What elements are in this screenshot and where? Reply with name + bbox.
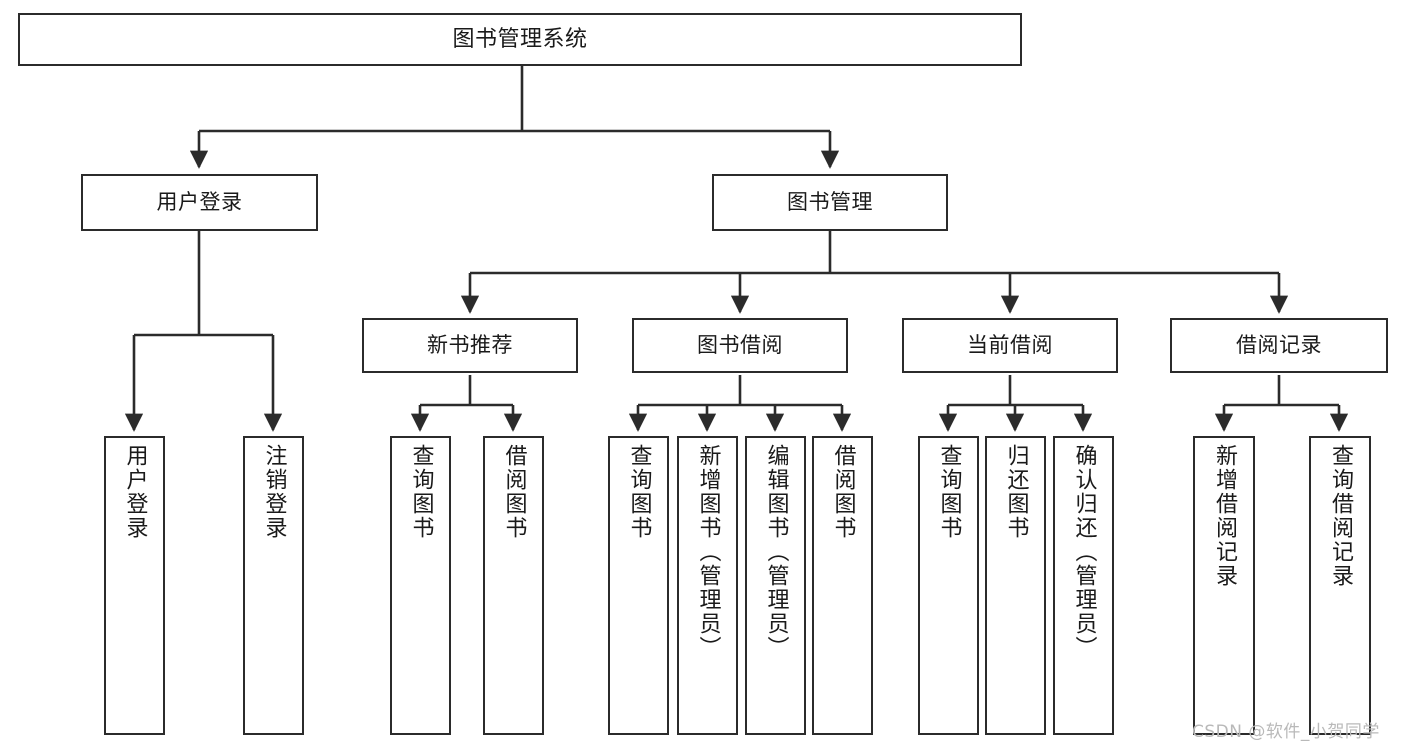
leaf-new-book-2-label: 借阅图书 bbox=[501, 444, 527, 540]
csdn-watermark: CSDN @软件_小贺同学 bbox=[1192, 717, 1380, 742]
leaf-book-borrow-2[interactable]: 新增图书（管理员） bbox=[677, 436, 738, 735]
leaf-book-borrow-4-label: 借阅图书 bbox=[830, 444, 856, 540]
leaf-current-borrow-3[interactable]: 确认归还（管理员） bbox=[1053, 436, 1114, 735]
node-new-book-recommend[interactable]: 新书推荐 bbox=[362, 318, 578, 373]
node-current-borrow[interactable]: 当前借阅 bbox=[902, 318, 1118, 373]
leaf-book-borrow-1[interactable]: 查询图书 bbox=[608, 436, 669, 735]
leaf-current-borrow-1[interactable]: 查询图书 bbox=[918, 436, 979, 735]
leaf-book-borrow-3-label: 编辑图书（管理员） bbox=[763, 444, 789, 660]
leaf-user-login-1[interactable]: 用户登录 bbox=[104, 436, 165, 735]
node-book-borrow[interactable]: 图书借阅 bbox=[632, 318, 848, 373]
node-book-borrow-label: 图书借阅 bbox=[697, 332, 783, 357]
leaf-user-login-1-label: 用户登录 bbox=[122, 444, 148, 540]
leaf-new-book-1-label: 查询图书 bbox=[408, 444, 434, 540]
leaf-current-borrow-2[interactable]: 归还图书 bbox=[985, 436, 1046, 735]
node-book-management[interactable]: 图书管理 bbox=[712, 174, 948, 231]
leaf-book-borrow-2-label: 新增图书（管理员） bbox=[695, 444, 721, 660]
leaf-new-book-2[interactable]: 借阅图书 bbox=[483, 436, 544, 735]
node-current-borrow-label: 当前借阅 bbox=[967, 332, 1053, 357]
node-book-management-label: 图书管理 bbox=[787, 189, 873, 214]
leaf-user-login-2-label: 注销登录 bbox=[261, 444, 287, 540]
node-new-book-recommend-label: 新书推荐 bbox=[427, 332, 513, 357]
node-user-login[interactable]: 用户登录 bbox=[81, 174, 318, 231]
leaf-current-borrow-3-label: 确认归还（管理员） bbox=[1071, 444, 1097, 660]
node-user-login-label: 用户登录 bbox=[156, 189, 243, 214]
leaf-user-login-2[interactable]: 注销登录 bbox=[243, 436, 304, 735]
csdn-watermark-text: CSDN @软件_小贺同学 bbox=[1192, 722, 1380, 742]
leaf-borrow-record-1-label: 新增借阅记录 bbox=[1212, 444, 1237, 588]
leaf-borrow-record-2[interactable]: 查询借阅记录 bbox=[1309, 436, 1371, 735]
leaf-current-borrow-2-label: 归还图书 bbox=[1003, 444, 1029, 540]
leaf-book-borrow-1-label: 查询图书 bbox=[626, 444, 652, 540]
leaf-book-borrow-4[interactable]: 借阅图书 bbox=[812, 436, 873, 735]
leaf-current-borrow-1-label: 查询图书 bbox=[936, 444, 962, 540]
node-root-label: 图书管理系统 bbox=[452, 26, 588, 52]
node-borrow-record[interactable]: 借阅记录 bbox=[1170, 318, 1388, 373]
leaf-borrow-record-1[interactable]: 新增借阅记录 bbox=[1193, 436, 1255, 735]
leaf-book-borrow-3[interactable]: 编辑图书（管理员） bbox=[745, 436, 806, 735]
leaf-new-book-1[interactable]: 查询图书 bbox=[390, 436, 451, 735]
node-borrow-record-label: 借阅记录 bbox=[1236, 332, 1322, 357]
node-root[interactable]: 图书管理系统 bbox=[18, 13, 1022, 66]
leaf-borrow-record-2-label: 查询借阅记录 bbox=[1328, 444, 1353, 588]
